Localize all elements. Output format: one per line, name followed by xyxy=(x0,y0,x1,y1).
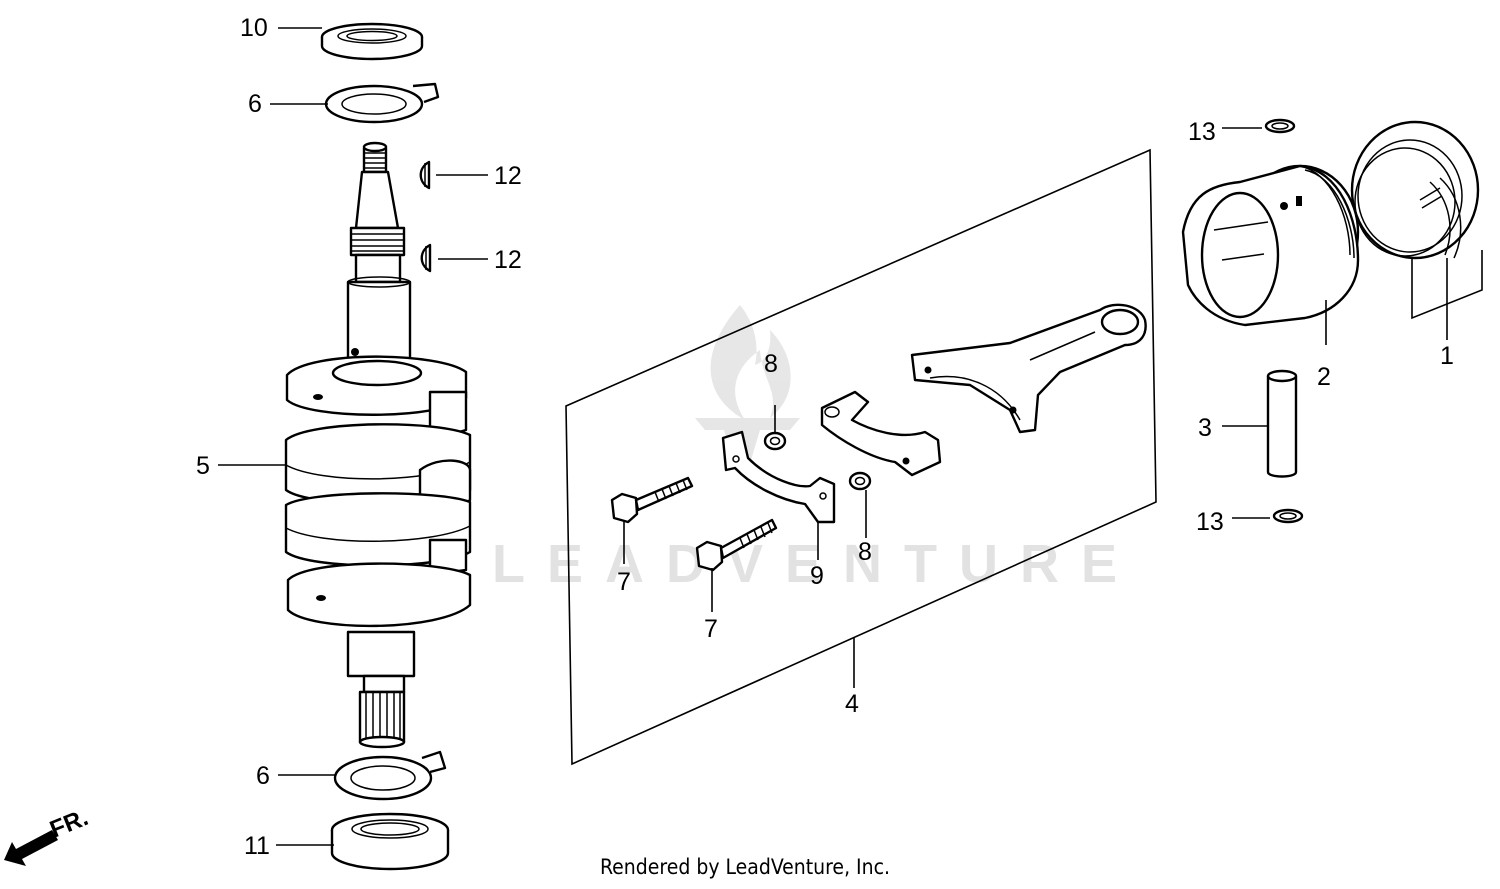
callout-7-right: 7 xyxy=(704,615,718,643)
connecting-rod-kit xyxy=(565,148,1157,766)
woodruff-key-top xyxy=(419,160,431,190)
footer-credit: Rendered by LeadVenture, Inc. xyxy=(600,855,890,879)
callout-12-top: 12 xyxy=(494,162,522,190)
callout-7-left: 7 xyxy=(617,568,631,596)
callout-12-bottom: 12 xyxy=(494,246,522,274)
piston-pin xyxy=(1222,369,1298,478)
front-direction-arrow-icon xyxy=(4,830,58,866)
rod-cap xyxy=(820,390,942,477)
rod-bolt-right xyxy=(695,518,778,572)
callout-1: 1 xyxy=(1440,342,1454,370)
piston xyxy=(1181,164,1360,345)
callout-9: 9 xyxy=(810,562,824,590)
callout-5: 5 xyxy=(196,452,210,480)
direction-label: FR. xyxy=(46,804,92,844)
washer-8-top xyxy=(763,431,787,451)
lock-plate xyxy=(721,430,836,524)
thrust-washer-bottom xyxy=(333,750,447,801)
rod-bolt-left xyxy=(610,476,694,524)
circlip-top xyxy=(1222,118,1296,134)
kit-boundary xyxy=(565,148,1157,766)
callout-8-bottom: 8 xyxy=(858,538,872,566)
thrust-washer-top xyxy=(324,82,440,124)
piston-group xyxy=(1181,118,1483,524)
callout-13-top: 13 xyxy=(1188,118,1216,146)
callout-6-bottom: 6 xyxy=(256,762,270,790)
callout-8-top: 8 xyxy=(764,350,778,378)
crankshaft xyxy=(284,141,472,749)
callout-3: 3 xyxy=(1198,414,1212,442)
callout-6-top: 6 xyxy=(248,90,262,118)
callout-4: 4 xyxy=(845,690,859,718)
callout-2: 2 xyxy=(1317,363,1331,391)
circlip-bottom xyxy=(1232,508,1304,524)
callout-13-bottom: 13 xyxy=(1196,508,1224,536)
connecting-rod xyxy=(910,303,1147,434)
piston-rings xyxy=(1350,120,1483,340)
callout-10: 10 xyxy=(240,14,268,42)
callout-11: 11 xyxy=(244,832,270,860)
crankshaft-assembly xyxy=(284,22,472,871)
oil-seal-top xyxy=(320,22,424,61)
washer-8-bottom xyxy=(848,471,872,491)
woodruff-key-bottom xyxy=(420,243,432,273)
oil-seal-bottom xyxy=(330,812,450,871)
watermark-text: LEADVENTURE xyxy=(492,534,1139,594)
